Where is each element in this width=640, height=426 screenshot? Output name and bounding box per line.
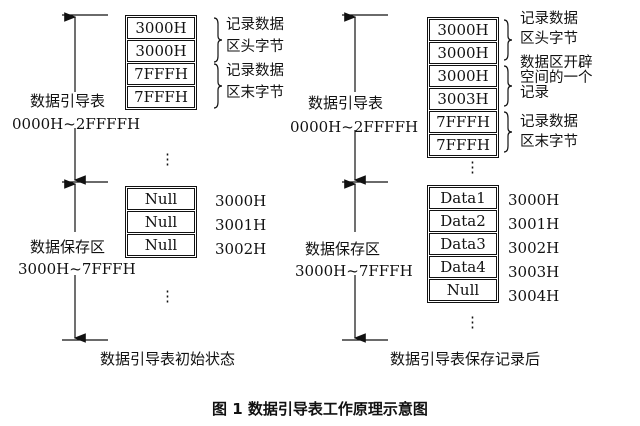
brace-label: 数据区开辟空间的一个记录 — [520, 55, 593, 101]
index-cell: 3000H — [429, 19, 497, 41]
store-range: 3000H~7FFFH — [18, 260, 136, 278]
ellipsis: ⋮ — [465, 158, 480, 176]
index-cell: 7FFFH — [127, 63, 195, 85]
index-range: 0000H~2FFFFH — [12, 115, 141, 133]
brace-label: 记录数据区头字节 — [226, 17, 284, 55]
index-cell: 3000H — [127, 17, 195, 39]
brace-label: 记录数据区头字节 — [520, 11, 578, 47]
left-caption: 数据引导表初始状态 — [100, 350, 236, 368]
brace-label: 记录数据区末字节 — [520, 114, 578, 150]
index-cell: 7FFFH — [429, 134, 497, 156]
left-index-table: 3000H 3000H 7FFFH 7FFFH — [125, 15, 197, 110]
index-cell: 7FFFH — [429, 111, 497, 133]
index-name: 数据引导表 — [308, 94, 384, 112]
ellipsis: ⋮ — [160, 287, 175, 305]
store-cell: Data3 — [429, 233, 497, 255]
ellipsis: ⋮ — [465, 313, 480, 331]
index-cell: 7FFFH — [127, 86, 195, 108]
brace-label: 记录数据区末字节 — [226, 63, 284, 101]
index-cell: 3000H — [429, 42, 497, 64]
index-cell: 3000H — [127, 40, 195, 62]
index-cell: 3000H — [429, 65, 497, 87]
left-store-table: Null Null Null — [125, 186, 197, 258]
store-cell: Null — [127, 188, 195, 210]
right-caption: 数据引导表保存记录后 — [390, 350, 541, 368]
store-cell: Null — [429, 279, 497, 301]
store-cell: Data1 — [429, 187, 497, 209]
store-range: 3000H~7FFFH — [295, 262, 413, 280]
store-name: 数据保存区 — [305, 240, 381, 258]
index-range: 0000H~2FFFFH — [290, 118, 419, 136]
store-name: 数据保存区 — [30, 238, 106, 256]
right-index-table: 3000H 3000H 3000H 3003H 7FFFH 7FFFH — [427, 17, 499, 158]
figure-caption: 图 1 数据引导表工作原理示意图 — [212, 400, 428, 418]
index-name: 数据引导表 — [30, 92, 106, 110]
store-cell: Null — [127, 234, 195, 256]
store-cell: Null — [127, 211, 195, 233]
store-cell: Data4 — [429, 256, 497, 278]
ellipsis: ⋮ — [160, 150, 175, 168]
index-cell: 3003H — [429, 88, 497, 110]
store-cell: Data2 — [429, 210, 497, 232]
right-store-table: Data1 Data2 Data3 Data4 Null — [427, 185, 499, 303]
